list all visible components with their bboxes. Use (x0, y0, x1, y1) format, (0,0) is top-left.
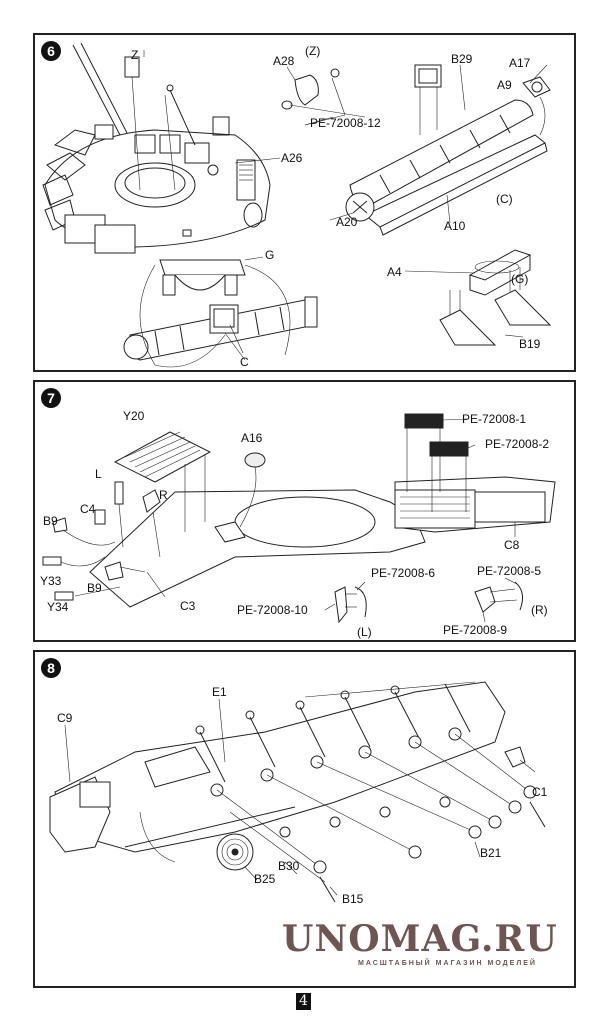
road-wheel-arms-drawing (216, 733, 546, 903)
part-label-y20: Y20 (123, 409, 145, 423)
part-label-b21: B21 (480, 846, 502, 860)
part-label-pe-72008-10: PE-72008-10 (237, 603, 308, 617)
part-label-a9: A9 (497, 78, 512, 92)
part-label-pe-72008-6: PE-72008-6 (371, 566, 436, 580)
part-label-l: L (95, 467, 102, 481)
page-number: 4 (296, 993, 311, 1010)
small-parts-drawing (42, 452, 266, 601)
turret-drawing (42, 42, 271, 254)
part-label-pe-72008-2: PE-72008-2 (485, 437, 550, 451)
leader-lines (229, 64, 548, 354)
part-label-a26: A26 (281, 151, 303, 165)
suspension-arms-drawing (195, 683, 471, 783)
periscope-detail-drawing (281, 66, 366, 118)
part-label-z-sub: (Z) (305, 44, 321, 58)
part-label-b9-upper: B9 (43, 514, 58, 528)
part-label-pe-72008-12: PE-72008-12 (310, 116, 381, 130)
part-label-c1: C1 (532, 785, 548, 799)
sprocket-drawing (216, 833, 254, 871)
part-label-a16: A16 (241, 431, 263, 445)
mudflaps-drawing (334, 581, 524, 624)
part-label-y33: Y33 (40, 574, 62, 588)
part-label-c3: C3 (180, 599, 196, 613)
part-label-pe-72008-9: PE-72008-9 (443, 623, 508, 637)
step-8-illustration (49, 681, 546, 903)
part-label-b15: B15 (342, 892, 364, 906)
bracket-and-drum-drawing (123, 259, 318, 368)
part-label-y34: Y34 (47, 600, 69, 614)
hull-side-drawing (49, 681, 506, 863)
part-label-a4: A4 (387, 265, 402, 279)
part-label-b29: B29 (451, 52, 473, 66)
part-label-b25: B25 (254, 872, 276, 886)
part-label-c9: C9 (57, 711, 73, 725)
part-label-r-sub: (R) (531, 603, 548, 617)
step-number-badge: 7 (41, 388, 61, 408)
hull-deck-drawing (89, 476, 556, 608)
grilles-drawing (404, 413, 469, 512)
part-label-pe-72008-1: PE-72008-1 (462, 412, 527, 426)
step-7-illustration (42, 413, 556, 624)
part-label-c8: C8 (504, 538, 520, 552)
step-number-badge: 8 (41, 658, 61, 678)
step-6-illustration (42, 42, 552, 368)
step-number-badge: 6 (41, 41, 61, 61)
part-label-a20: A20 (336, 215, 358, 229)
part-label-a17: A17 (509, 56, 531, 70)
part-label-a10: A10 (444, 219, 466, 233)
part-label-e1: E1 (212, 685, 227, 699)
part-label-c-sub: (C) (496, 192, 513, 206)
part-label-b9-lower: B9 (87, 581, 102, 595)
part-label-l-sub: (L) (357, 625, 372, 639)
watermark-title: UNOMAG.RU (282, 918, 558, 960)
part-label-pe-72008-5: PE-72008-5 (477, 564, 542, 578)
part-label-c: C (240, 355, 249, 369)
part-label-g: G (265, 248, 275, 262)
watermark-subtitle: МАСШТАБНЫЙ МАГАЗИН МОДЕЛЕЙ (358, 960, 537, 967)
leader-lines (146, 418, 518, 623)
step-7-panel: 7 (33, 380, 576, 642)
fuel-drum-assembly-drawing (345, 64, 551, 236)
part-label-g-sub: (G) (511, 272, 529, 286)
part-label-a28: A28 (273, 54, 295, 68)
track-links-drawing (113, 431, 212, 532)
part-label-b30: B30 (278, 859, 300, 873)
part-label-z: Z (131, 48, 139, 62)
stowage-box-detail-drawing (439, 249, 552, 346)
part-label-r: R (159, 488, 168, 502)
leader-lines (64, 698, 536, 896)
step-6-panel: 6 (33, 33, 576, 372)
step-8-panel: 8 (33, 650, 576, 988)
part-label-b19: B19 (519, 337, 541, 351)
part-label-c4: C4 (80, 502, 96, 516)
